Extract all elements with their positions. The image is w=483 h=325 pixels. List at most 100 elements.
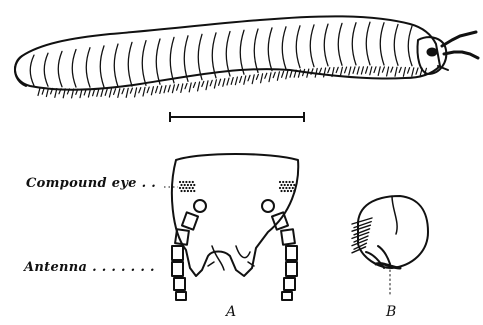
scale-bar	[170, 112, 304, 122]
segment-ring	[352, 23, 356, 65]
leg	[277, 72, 279, 80]
leg	[378, 67, 380, 76]
head-front-view	[172, 154, 298, 300]
leg	[395, 67, 397, 76]
ommatidium	[292, 181, 294, 183]
segment-ring	[254, 29, 258, 72]
leg	[340, 67, 342, 76]
panel-label-b: B	[386, 304, 396, 320]
leg	[219, 79, 221, 85]
comb-bristle	[352, 232, 369, 238]
leg	[202, 81, 204, 86]
leg	[223, 79, 225, 87]
leg	[282, 71, 284, 77]
leg	[382, 67, 384, 72]
leg	[177, 84, 179, 90]
leg	[408, 68, 410, 74]
millipede-antenna-lower	[444, 52, 478, 58]
segment-ring	[268, 28, 272, 71]
leg	[328, 68, 330, 73]
segment-ring	[324, 24, 328, 66]
leg	[97, 89, 99, 96]
millipede-antenna-upper	[442, 32, 476, 46]
leg	[336, 67, 338, 72]
ommatidium	[293, 184, 295, 186]
leg	[231, 78, 233, 85]
segment-ring	[338, 23, 342, 65]
antenna-socket-left	[194, 200, 206, 212]
leg	[416, 68, 418, 74]
segment-ring	[366, 22, 370, 65]
ommatidium	[180, 184, 182, 186]
mandible-comb	[352, 218, 372, 253]
ommatidium	[182, 181, 184, 183]
segment-ring	[296, 26, 300, 68]
leg	[206, 81, 208, 90]
ommatidium	[190, 184, 192, 186]
segment-ring	[282, 27, 286, 69]
segment-ring	[114, 44, 118, 87]
ommatidium	[193, 190, 195, 192]
leg	[114, 89, 116, 95]
head-eye-patch	[427, 48, 437, 56]
ommatidium	[185, 181, 187, 183]
segment-ring	[58, 51, 62, 86]
leg	[168, 85, 170, 92]
leg	[214, 80, 216, 88]
ommatidium	[282, 181, 284, 183]
leg	[412, 68, 414, 76]
leg	[101, 89, 103, 96]
leg	[273, 72, 275, 77]
compound-eye-left	[179, 181, 196, 192]
ommatidium	[187, 190, 189, 192]
leg	[370, 67, 372, 75]
ommatidium	[279, 181, 281, 183]
segment-ring	[310, 25, 314, 67]
leg	[118, 89, 120, 98]
mandible-view	[352, 196, 428, 296]
ommatidium	[193, 184, 195, 186]
segment-ring	[142, 41, 146, 86]
leg	[164, 86, 166, 93]
ommatidium	[189, 187, 191, 189]
ommatidium	[185, 187, 187, 189]
segment-ring	[86, 48, 90, 88]
segment-ring	[394, 24, 398, 65]
leg	[139, 88, 141, 93]
leg	[265, 73, 267, 78]
leg	[38, 88, 40, 96]
ommatidium	[179, 187, 181, 189]
leg	[269, 73, 271, 82]
ommatidium	[289, 181, 291, 183]
head-capsule	[172, 154, 298, 276]
leg	[399, 67, 401, 72]
segment-ring	[408, 26, 412, 66]
ommatidium	[287, 190, 289, 192]
leg	[244, 76, 246, 84]
leg	[286, 71, 288, 79]
leg	[361, 67, 363, 74]
ommatidium	[285, 187, 287, 189]
leg	[374, 67, 376, 73]
segment-ring	[184, 36, 188, 81]
leg	[261, 74, 263, 83]
segment-ring	[156, 39, 160, 84]
ommatidium	[289, 187, 291, 189]
ommatidium	[184, 184, 186, 186]
leg	[172, 85, 174, 93]
segment-ring	[128, 42, 132, 86]
antenna-socket-right	[262, 200, 274, 212]
leg	[156, 86, 158, 92]
leg	[198, 82, 200, 91]
ommatidium	[190, 190, 192, 192]
segment-ring	[72, 50, 76, 88]
leg	[105, 89, 107, 95]
leg	[93, 89, 95, 96]
millipede-illustration	[15, 16, 478, 98]
leg	[403, 68, 405, 77]
ommatidium	[285, 181, 287, 183]
ommatidium	[280, 184, 282, 186]
segment-ring	[380, 23, 384, 65]
leg	[227, 78, 229, 85]
ommatidium	[184, 190, 186, 192]
